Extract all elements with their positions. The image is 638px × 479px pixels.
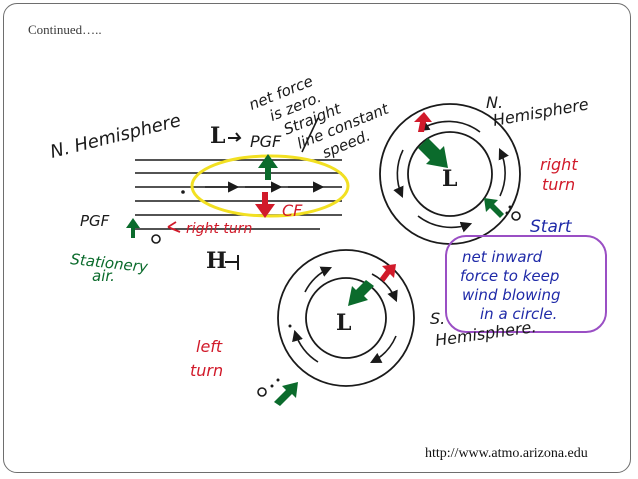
right-turn-arrow-icon (167, 221, 181, 233)
nh-low-symbol: L (442, 166, 457, 192)
slide-frame (3, 3, 631, 473)
net-inward-note-panel: net inward force to keep wind blowing in… (445, 235, 607, 333)
pgf-label-left: PGF (80, 212, 110, 230)
nh-circle-panel: N. Hemisphere L Start right turn (379, 93, 590, 245)
cf-label: CF (282, 201, 303, 220)
parcel-dot (288, 324, 292, 328)
left-turn-label-2: turn (190, 361, 223, 380)
parcel-circle (151, 234, 161, 244)
sh-start-pgf-arrow-icon (274, 382, 298, 406)
start-pgf-arrow-icon (484, 198, 504, 218)
high-symbol: H (206, 248, 227, 274)
flow-arrow (292, 329, 319, 363)
sh-inner-isobar-circle (305, 277, 387, 359)
sh-low-symbol: L (336, 310, 351, 336)
flow-arrow (417, 215, 473, 233)
nh-hemisphere-label: N. Hemisphere (48, 110, 183, 163)
nh-right-turn-label-1: right (540, 155, 578, 174)
parcel-dot (181, 190, 185, 194)
flow-arrow (498, 147, 509, 197)
parcel-dot (505, 211, 509, 215)
inner-isobar-circle (407, 131, 493, 217)
nh-circle-label-1: N. (486, 93, 503, 112)
net-inward-line-3: wind blowing (462, 286, 561, 304)
start-label: Start (530, 217, 573, 237)
left-turn-label-1: left (196, 337, 223, 356)
slide-title: Continued….. (28, 22, 102, 37)
high-tick-mark (225, 255, 239, 270)
flow-arrow (370, 335, 397, 364)
balanced-flow-highlight (190, 154, 350, 218)
cf-outward-arrow-icon (414, 112, 432, 132)
pgf-left-arrow-icon (126, 218, 140, 238)
cf-arrow-icon (255, 192, 275, 218)
sh-cf-outward-arrow-icon (380, 264, 396, 282)
net-inward-line-4: in a circle. (480, 305, 557, 323)
flow-arrow (304, 266, 333, 293)
pgf-label-top: PGF (250, 132, 282, 151)
flow-arrow (418, 120, 481, 133)
parcel-dot (270, 384, 274, 388)
start-parcel-circle (511, 211, 521, 221)
parcel-dot (276, 378, 280, 382)
source-url: http://www.atmo.arizona.edu (425, 446, 588, 461)
sh-pgf-inward-arrow-icon (348, 280, 374, 306)
sh-outer-isobar-circle (277, 249, 415, 387)
pgf-inward-arrow-icon (418, 138, 448, 168)
parcel-dot (508, 205, 512, 209)
right-turn-label: right turn (186, 221, 252, 237)
sh-label-1: S. (430, 309, 445, 328)
nh-right-turn-label-2: turn (542, 175, 575, 194)
nh-circle-label-2: Hemisphere (491, 94, 590, 130)
net-inward-line-2: force to keep (460, 267, 559, 285)
net-inward-line-1: net inward (462, 248, 543, 266)
net-inward-note-box (445, 235, 607, 333)
flow-arrow (371, 273, 398, 303)
note-pointer-line (301, 117, 319, 153)
stationary-air-label-2: air. (92, 267, 115, 285)
sh-start-parcel-circle (257, 387, 267, 397)
flow-arrow (393, 149, 404, 199)
low-tick-mark (228, 132, 242, 142)
pgf-arrow-icon (258, 154, 278, 180)
low-symbol: L (210, 123, 225, 149)
